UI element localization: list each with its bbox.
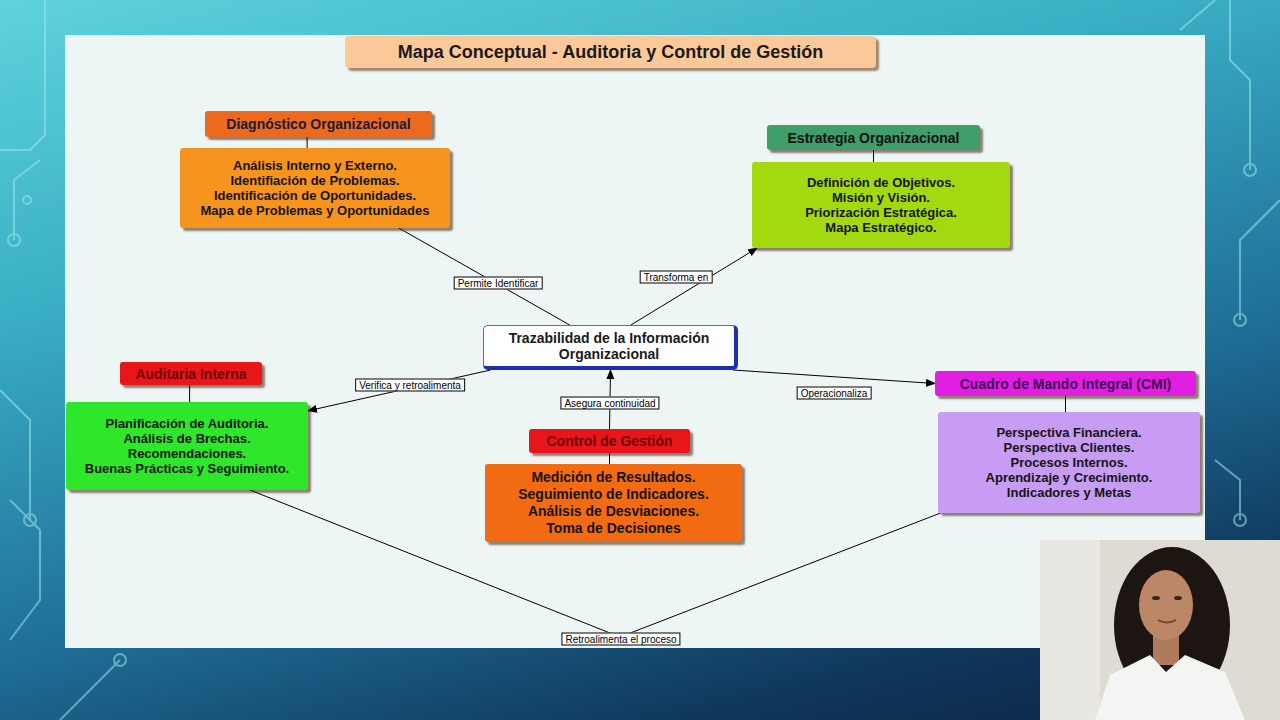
node-text: Buenas Prácticas y Seguimiento. [85, 461, 289, 476]
presenter-mouth [1158, 620, 1176, 623]
content-box: Perspectiva Financiera.Perspectiva Clien… [938, 412, 1200, 513]
wall-panel [1040, 540, 1100, 720]
node-text: Mapa Estratégico. [825, 220, 936, 235]
circuit-node [8, 234, 20, 246]
content-box: Definición de Objetivos.Misión y Visión.… [752, 162, 1010, 248]
circuit-line [14, 160, 40, 240]
node-text: Trazabilidad de la Información Organizac… [494, 330, 724, 362]
circuit-line [60, 660, 120, 720]
node-text: Perspectiva Clientes. [1004, 440, 1135, 455]
node-text: Toma de Decisiones [546, 520, 680, 537]
node-text: Análisis Interno y Externo. [233, 158, 397, 173]
node-text: Identifiación de Problemas. [230, 173, 399, 188]
node-text: Identificación de Oportunidades. [214, 188, 416, 203]
node-text: Planificación de Auditoria. [106, 416, 269, 431]
circuit-node [23, 196, 31, 204]
connector-line [189, 385, 190, 402]
node-text: Misión y Visión. [832, 190, 930, 205]
node-text: Definición de Objetivos. [807, 175, 955, 190]
node-text: Perspectiva Financiera. [996, 425, 1141, 440]
circuit-node [24, 514, 36, 526]
connector-line [399, 228, 570, 325]
content-box: Planificación de Auditoria.Análisis de B… [66, 402, 308, 490]
connector-line [308, 370, 491, 411]
connector-line [250, 490, 941, 637]
edge-label: Permite Identificar [454, 277, 543, 290]
node-text: Auditaria Interna [135, 366, 246, 382]
edge-label: Transforma en [640, 271, 713, 284]
circuit-node [1234, 314, 1246, 326]
presenter-eye [1174, 596, 1182, 600]
node-text: Priorización Estratégica. [805, 205, 957, 220]
node-text: Cuadro de Mando Integral (CMI) [960, 376, 1172, 392]
node-text: Indicadores y Metas [1007, 485, 1131, 500]
node-text: Recomendaciones. [128, 446, 247, 461]
connector-line [609, 453, 610, 464]
edge-label: Verifica y retroalimenta [355, 379, 465, 392]
presenter-shirt [1095, 655, 1245, 720]
header-box: Estrategia Organizacional [767, 125, 980, 150]
circuit-line [0, 390, 30, 520]
circuit-line [10, 500, 40, 640]
circuit-node [1244, 164, 1256, 176]
title-box: Mapa Conceptual - Auditoria y Control de… [345, 36, 876, 68]
connector-line [1065, 396, 1066, 412]
circuit-line [1180, 0, 1215, 30]
node-text: Análisis de Desviaciones. [528, 503, 699, 520]
connector-line [307, 137, 308, 148]
webcam-background [1040, 540, 1280, 720]
central-concept-box: Trazabilidad de la Información Organizac… [483, 325, 738, 370]
node-text: Control de Gestión [547, 433, 673, 449]
node-text: Medición de Resultados. [531, 469, 695, 486]
presenter-neck [1153, 625, 1179, 665]
presenter-face [1139, 570, 1193, 640]
node-text: Seguimiento de Indicadores. [518, 486, 709, 503]
connector-line [873, 150, 874, 162]
edge-label: Asegura continuidad [560, 397, 659, 410]
connector-line [631, 248, 757, 325]
node-text: Análisis de Brechas. [123, 431, 250, 446]
node-text: Procesos Internos. [1010, 455, 1127, 470]
circuit-node [114, 654, 126, 666]
circuit-node [1234, 514, 1246, 526]
presenter-hair [1114, 547, 1230, 703]
header-box: Cuadro de Mando Integral (CMI) [935, 371, 1196, 396]
circuit-line [1215, 460, 1240, 520]
content-box: Análisis Interno y Externo.Identifiación… [180, 148, 450, 228]
node-text: Estrategia Organizacional [788, 130, 960, 146]
circuit-line [1240, 200, 1280, 320]
edge-label: Operacionaliza [797, 387, 872, 400]
connector-line [733, 370, 935, 384]
node-text: Aprendizaje y Crecimiento. [986, 470, 1153, 485]
presenter-eye [1152, 596, 1160, 600]
header-box: Auditaria Interna [120, 362, 262, 385]
header-box: Control de Gestión [529, 429, 690, 453]
content-box: Medición de Resultados.Seguimiento de In… [485, 464, 742, 542]
edge-label: Retroalimenta el proceso [561, 633, 680, 646]
node-text: Diagnóstico Organizacional [226, 116, 410, 132]
circuit-line [0, 0, 45, 150]
title-text: Mapa Conceptual - Auditoria y Control de… [398, 42, 823, 63]
header-box: Diagnóstico Organizacional [205, 111, 432, 137]
circuit-line [1230, 0, 1250, 170]
node-text: Mapa de Problemas y Oportunidades [201, 203, 430, 218]
